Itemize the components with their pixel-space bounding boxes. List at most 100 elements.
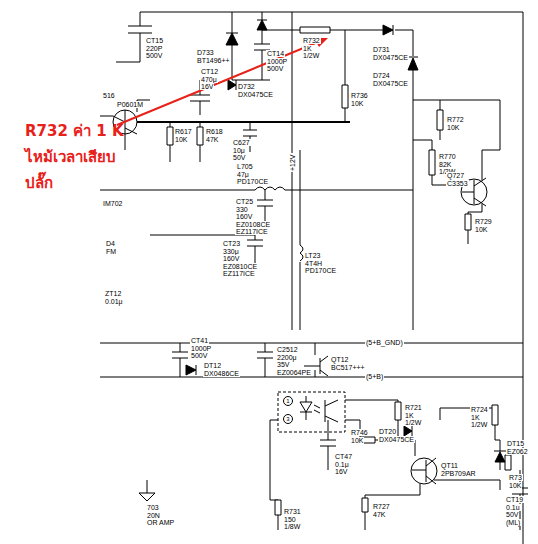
component-label: R731 [283,508,302,515]
component-label: R746 [350,429,369,436]
component-label: DX0486CE [203,370,240,377]
component-label: 4T4H [304,260,323,267]
component-label: C627 [232,139,251,146]
arrow-line [117,42,318,125]
component-label: D732 [237,83,256,90]
annotation-arrow [117,38,328,125]
component-label: R729 [474,218,493,225]
component-label: 500V [266,65,284,72]
component-label: CT14 [266,50,285,57]
component-label: 1/8W [283,523,301,530]
component-label: PD170CE [304,267,337,274]
component-label: (5+B) [365,373,384,380]
component-label: 1K [302,45,313,52]
component-label: 16V [200,83,214,90]
component-label: R73 [508,474,523,481]
component-label: 0.1μ [334,461,350,468]
component-label: L705 [236,163,254,170]
component-label: 2200μ [276,354,298,361]
component-label: 35V [276,361,290,368]
component-label: OR AMP [146,519,175,526]
component-label: 10K [508,482,522,489]
component-label: (5+B_GND) [365,339,404,346]
optocoupler-box [278,392,345,432]
component-label: +12V [289,153,296,172]
component-label: D731 [372,46,391,53]
diode-symbol [186,20,506,462]
component-label: DX0475CE [372,54,409,61]
component-label: QT12 [330,356,350,363]
component-label: 220P [145,45,163,52]
component-label: 82K [438,161,452,168]
component-label: CT25 [235,198,254,205]
component-label: 160V [222,255,240,262]
component-label: CT23 [222,240,241,247]
component-label: R770 [438,153,457,160]
component-label: R721 [404,404,423,411]
component-label: R732 [302,37,321,44]
component-label: EZ117ICE [222,270,256,277]
component-label: P0601M [116,101,144,108]
component-label: 1/2W [404,419,422,426]
component-label: ZT12 [104,290,122,297]
annotation-note: ไหม้เวลาเสียบ [24,148,117,166]
component-label: 330 [235,206,249,213]
component-label: PD170CE [236,178,269,185]
component-label: CT12 [200,68,219,75]
optocoupler-element [300,396,338,422]
component-label: 10K [446,124,460,131]
component-label: LT23 [304,252,321,259]
component-label: EZ0108CE [235,221,271,228]
component-label: BT1496++ [196,57,231,64]
component-label: 10K [350,437,364,444]
wire [100,12,523,544]
component-label: 47K [372,511,386,518]
component-label: 47μ [236,171,250,178]
transistor-body [411,458,437,484]
component-label: IM702 [102,200,123,207]
pin-number: 3 [283,414,293,424]
component-label: DX0475CE [237,91,274,98]
component-label: 10K [474,226,488,233]
component-label: EZ062 [506,448,529,455]
component-label: 16V [334,468,348,475]
component-label: DX0475CE [372,80,409,87]
component-label: DT20 [378,428,397,435]
component-label: CT19 [505,496,524,503]
component-label: 0.01μ [104,298,124,305]
component-label: 20N [146,512,161,519]
component-label: FM [105,248,117,255]
component-label: 0.1u [505,504,521,511]
component-label: CT15 [145,37,164,44]
component-label: D724 [372,72,391,79]
component-label: D733 [196,49,215,56]
component-label: R724 [470,406,489,413]
component-label: 160V [235,213,253,220]
pin-number: 1 [283,396,293,406]
transistor-symbol [113,110,486,484]
component-label: 500V [190,352,208,359]
component-label: R772 [446,116,465,123]
component-label: CT47 [334,453,353,460]
component-label: 2PB709AR [440,470,477,477]
component-label: EZ117ICE [235,228,269,235]
component-label: DT15 [506,440,525,447]
component-label: EZ0064PE [276,369,312,376]
component-label: 10K [350,100,364,107]
component-label: Q727 [446,172,465,179]
component-label: QT11 [440,462,459,469]
ground-symbol [139,493,155,501]
component-label: 47K [205,136,219,143]
component-label: C2512 [276,346,299,353]
component-label: (ML) [505,519,521,526]
component-label: 10μ [232,147,246,154]
component-label: 1000P [190,345,212,352]
bus-line [137,121,350,123]
component-label: 10K [174,136,188,143]
component-label: CT41 [190,337,209,344]
component-label: 500V [145,52,163,59]
component-label: DT12 [203,362,222,369]
component-label: BC517+++ [330,364,366,371]
